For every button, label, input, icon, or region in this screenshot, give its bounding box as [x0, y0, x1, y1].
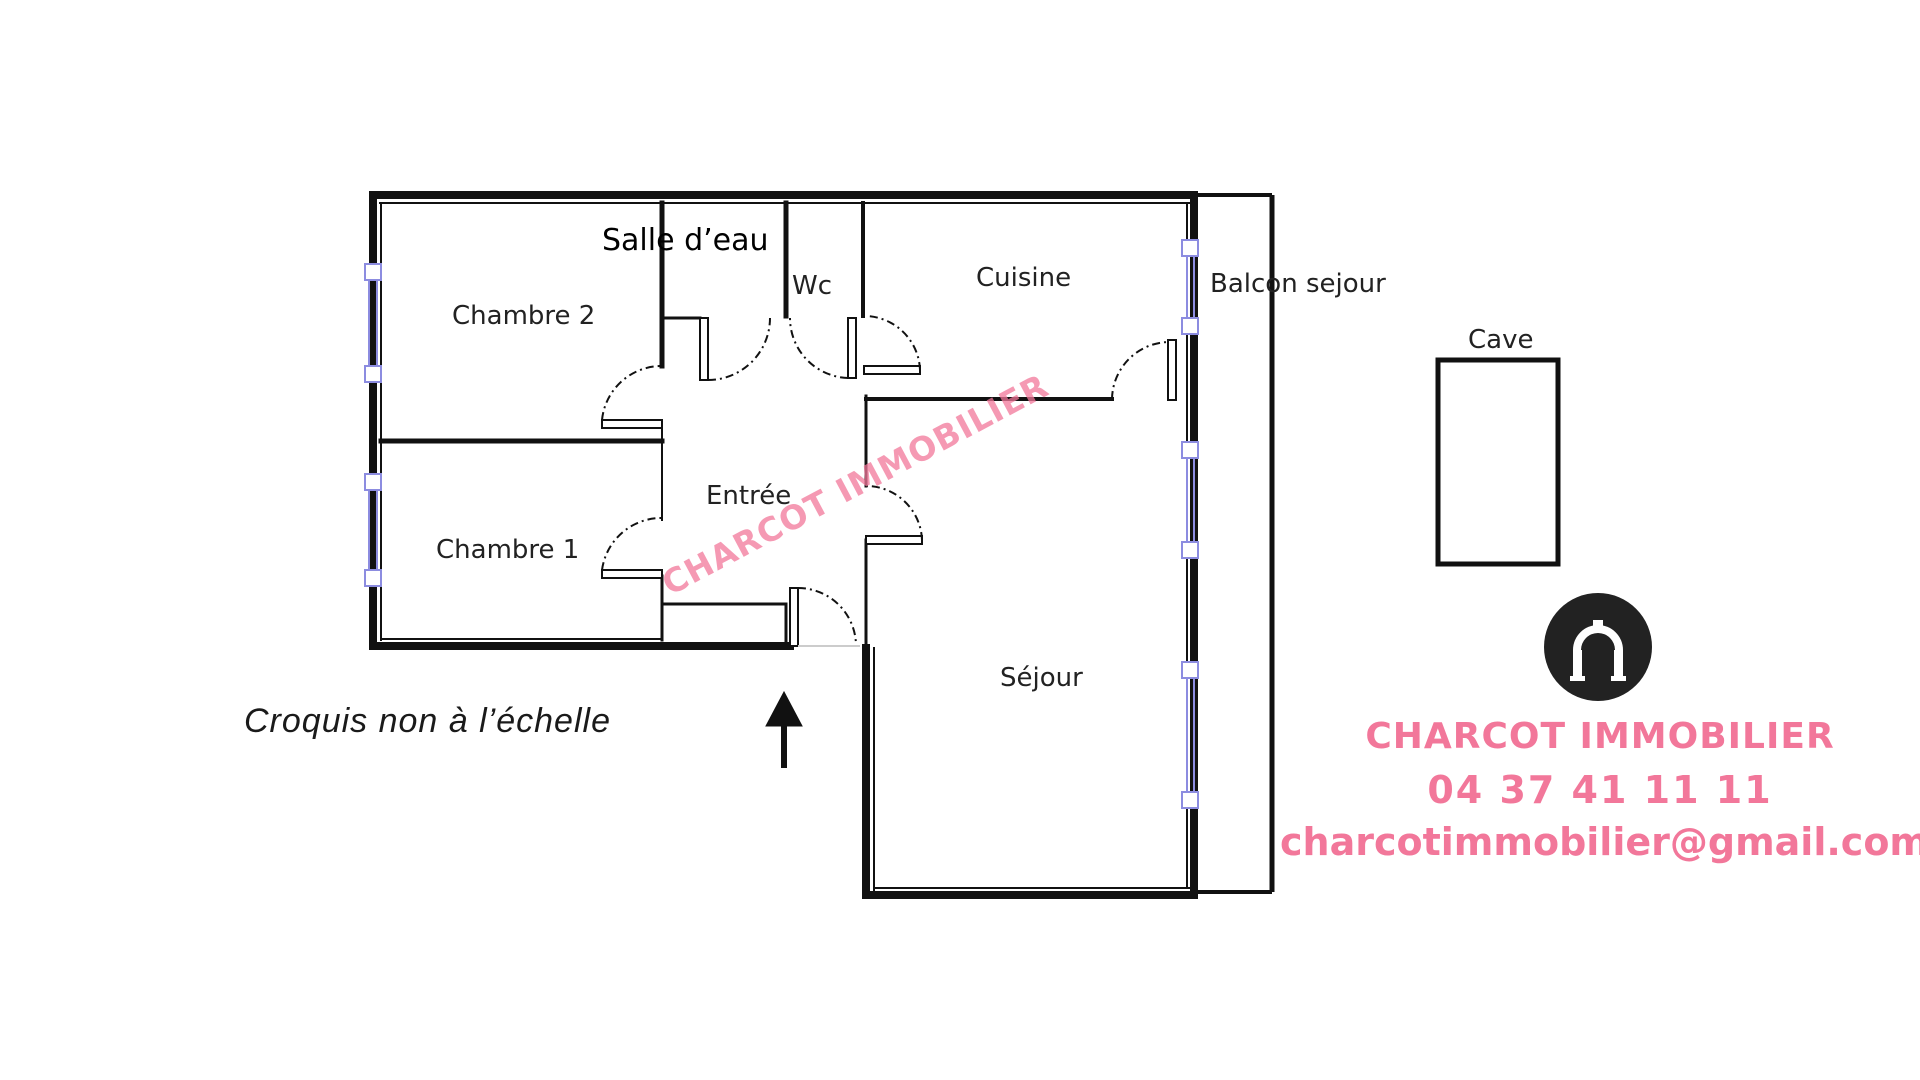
window-left-lower-b — [364, 569, 382, 587]
room-label-cave: Cave — [1468, 325, 1533, 355]
room-label-salle-deau: Salle d’eau — [602, 223, 769, 258]
arrow-up-icon — [765, 690, 803, 768]
window-right-top-a — [1181, 239, 1199, 257]
doors — [601, 315, 1177, 647]
window-right-mid-a — [1181, 441, 1199, 459]
window-left-upper-a — [364, 263, 382, 281]
door-entrance — [789, 587, 860, 647]
partitions — [378, 200, 1114, 650]
room-label-chambre-2: Chambre 2 — [452, 301, 595, 331]
room-label-cuisine: Cuisine — [976, 263, 1071, 293]
arch-columns-icon — [1544, 593, 1652, 701]
window-left-upper-b — [364, 365, 382, 383]
agency-name: CHARCOT IMMOBILIER — [1365, 716, 1835, 757]
room-label-wc: Wc — [792, 271, 832, 301]
room-label-entree: Entrée — [706, 481, 791, 511]
agency-email[interactable]: charcotimmobilier@gmail.com — [1280, 820, 1920, 864]
window-right-top-b — [1181, 317, 1199, 335]
windows — [364, 239, 1199, 809]
room-label-balcon-sejour: Balcon sejour — [1210, 269, 1386, 299]
door-salle-deau — [699, 317, 771, 381]
window-left-lower-a — [364, 473, 382, 491]
cave-outline — [1435, 357, 1561, 567]
door-cuisine — [863, 315, 921, 375]
balcony-outline — [1194, 193, 1275, 894]
door-chambre-2 — [601, 364, 663, 429]
door-sejour — [865, 485, 923, 545]
window-right-low-a — [1181, 661, 1199, 679]
door-chambre-1 — [601, 516, 663, 579]
window-right-low-b — [1181, 791, 1199, 809]
not-to-scale-note: Croquis non à l’échelle — [244, 702, 611, 740]
room-label-sejour: Séjour — [1000, 663, 1083, 693]
room-label-chambre-1: Chambre 1 — [436, 535, 579, 565]
window-right-mid-b — [1181, 541, 1199, 559]
agency-phone[interactable]: 04 37 41 11 11 — [1427, 768, 1773, 812]
door-wc — [789, 317, 857, 379]
door-cuisine-balcony — [1111, 339, 1177, 401]
